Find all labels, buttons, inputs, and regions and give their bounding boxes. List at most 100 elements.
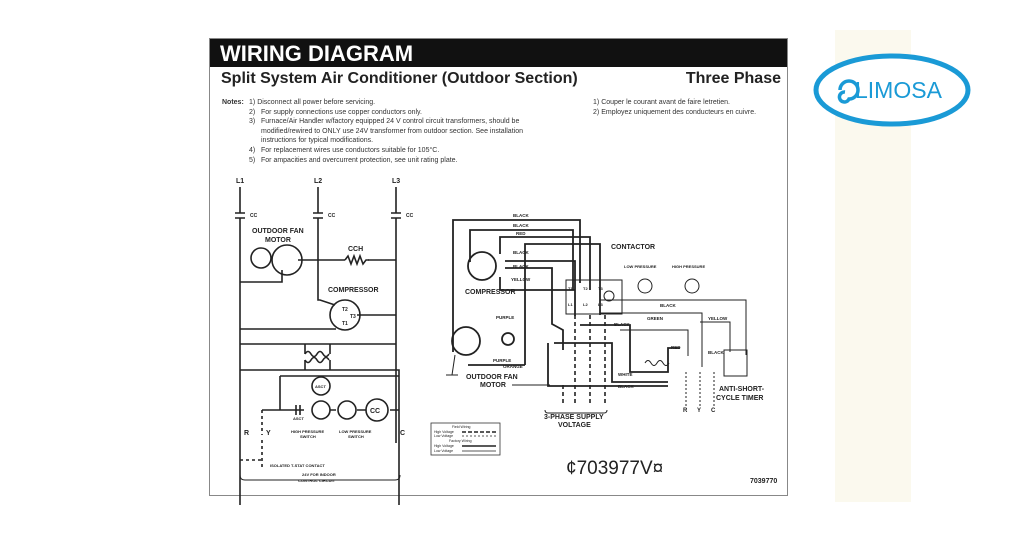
label-y: Y (266, 430, 271, 437)
low-pressure-switch (637, 278, 653, 294)
wire-black-1 (452, 219, 581, 352)
contactor-coil (603, 290, 615, 302)
note-num: 4) (249, 146, 256, 154)
note-num: 3) (249, 118, 256, 126)
label-asct: ASCT (315, 384, 326, 389)
wire-label-black: BLACK (614, 322, 630, 327)
limosa-logo: LIMOSA (813, 53, 971, 127)
control-terminal-wires (685, 372, 715, 408)
note-text: instructions for typical modifications. (261, 137, 374, 145)
transformer (304, 350, 330, 364)
label-l1: L1 (568, 302, 573, 307)
subtitle: Split System Air Conditioner (Outdoor Se… (221, 70, 578, 87)
wire-label-yellow: YELLOW (708, 316, 728, 321)
asct-contact (295, 405, 301, 415)
wire-label-purple: PURPLE (496, 315, 514, 320)
legend-low: Low Voltage (434, 449, 453, 453)
legend-low: Low Voltage (434, 434, 453, 438)
label-cc-coil: CC (370, 408, 380, 415)
cc-coil (365, 398, 389, 422)
wire-label-white: WHITE (618, 372, 633, 377)
compressor-wires (240, 314, 396, 330)
wire-yellow (499, 277, 575, 291)
low-pressure-switch (337, 400, 357, 420)
compressor-circle (467, 251, 497, 281)
note-num: 2) (593, 108, 600, 116)
label-t2: T2 (342, 307, 348, 313)
label-t3: T3 (350, 314, 356, 320)
label-cc: CC (406, 213, 414, 219)
legend-field: Field Wiring (452, 425, 471, 429)
right-diagram (446, 219, 748, 414)
high-pressure-switch (311, 400, 331, 420)
label-compressor: COMPRESSOR (328, 287, 379, 294)
label-r: R (683, 408, 688, 414)
label-fan-motor: OUTDOOR FAN (252, 228, 304, 235)
wire-label-black: BLACK (513, 250, 529, 255)
label-high-pressure: HIGH PRESSURE (291, 429, 324, 434)
wire-l2 (317, 187, 336, 306)
fan-motor-circle (271, 244, 303, 276)
cc-contacts (235, 212, 401, 219)
legend-factory: Factory Wiring (449, 439, 472, 443)
label-t3: T3 (598, 286, 603, 291)
wire-label-black: BLACK (513, 223, 529, 228)
transformer-leads (240, 343, 396, 370)
wire-label-green: GREEN (647, 316, 663, 321)
label-fan-motor: MOTOR (480, 382, 506, 389)
cch-heater (344, 253, 369, 267)
note-text: Disconnect all power before servicing. (257, 99, 376, 106)
label-cch: CCH (348, 246, 363, 253)
supply-wires (562, 315, 606, 405)
note-num: 5) (249, 156, 256, 164)
fan-wire (240, 270, 283, 283)
label-c: C (400, 430, 405, 437)
label-supply: VOLTAGE (558, 422, 591, 429)
label-tstat: ISOLATED T-STAT CONTACT (270, 463, 325, 468)
label-supply: 3-PHASE SUPPLY (544, 414, 604, 421)
label-control: CONTROL CIRCUIT (298, 478, 336, 483)
high-pressure-switch (684, 278, 700, 294)
label-t1: T1 (342, 321, 348, 327)
note-text: For replacement wires use conductors sui… (261, 146, 440, 154)
asct-coil (311, 376, 331, 396)
phase-label: Three Phase (685, 70, 781, 87)
note-num: 1) (593, 99, 600, 106)
contactor-box (565, 279, 623, 315)
french-notes: 1) Couper le courant avant de faire letr… (593, 98, 756, 117)
label-l3: L3 (392, 178, 400, 185)
label-cc: CC (328, 213, 336, 219)
page-title: WIRING DIAGRAM (210, 39, 787, 67)
wiring-diagram-sheet: WIRING DIAGRAM Split System Air Conditio… (209, 38, 788, 496)
note-num: 1) (249, 99, 256, 106)
wire-black-5 (547, 343, 668, 387)
label-t2: T2 (583, 286, 588, 291)
label-timer: ANTI-SHORT- (719, 386, 765, 393)
label-switch: SWITCH (300, 434, 316, 439)
label-low-pressure: LOW PRESSURE (624, 264, 657, 269)
note-text: For supply connections use copper conduc… (261, 108, 422, 116)
control-bracket (239, 474, 401, 481)
legend-box (430, 422, 501, 456)
right-labels: BLACK BLACK RED BLACK BLACK YELLOW BLACK… (465, 213, 765, 429)
compressor-circle (329, 299, 361, 331)
wire-label-black: BLACK (708, 350, 724, 355)
wire-green (580, 324, 680, 373)
wire-label-orange: ORANGE (503, 364, 523, 369)
wire-label-red: RED (516, 231, 526, 236)
label-control: 24V FOR INDOOR (302, 472, 336, 477)
label-low-pressure: LOW PRESSURE (339, 429, 372, 434)
wire-white (554, 342, 668, 383)
yellow-black-wires (620, 321, 731, 356)
label-fan-motor: MOTOR (265, 237, 291, 244)
note-text: Employez uniquement des conducteurs en c… (601, 108, 757, 116)
label-asct: ASCT (293, 416, 304, 421)
wire-label-yellow: YELLOW (511, 277, 531, 282)
control-wire (240, 369, 400, 505)
label-y: Y (697, 408, 701, 414)
wire-label-black: BLACK (513, 264, 529, 269)
note-num: 2) (249, 108, 256, 116)
supply-bracket (544, 409, 608, 414)
transformer (644, 360, 670, 366)
ground-wires (446, 354, 550, 386)
